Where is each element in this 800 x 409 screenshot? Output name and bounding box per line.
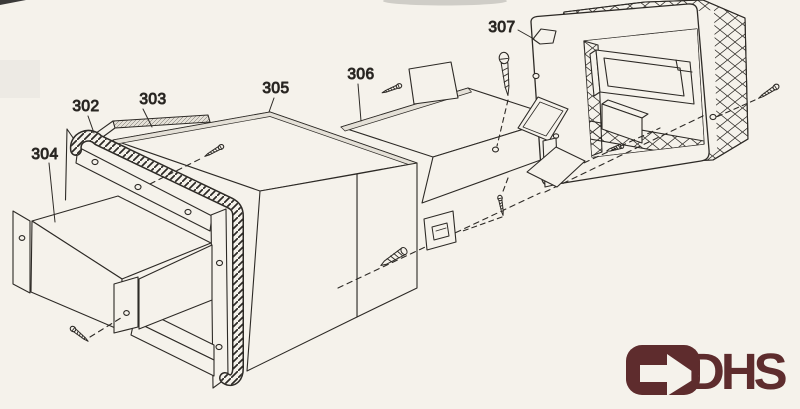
- part-302-rope: [76, 136, 238, 380]
- part-304-sleeve: [13, 196, 212, 333]
- part-labels: 302 303 304 305 306 307: [31, 19, 534, 222]
- screw-icon: [756, 82, 781, 101]
- part-306-enclosure: [341, 62, 560, 203]
- part-label-304: 304: [31, 146, 58, 163]
- screw-icon: [380, 82, 403, 96]
- fasteners-left: [68, 143, 226, 344]
- part-label-306: 306: [347, 66, 374, 83]
- template-flap-bottom: [527, 147, 585, 187]
- part-label-302: 302: [72, 98, 99, 115]
- part-label-305: 305: [262, 80, 289, 97]
- screw-icon: [497, 51, 514, 97]
- latch-bracket: [518, 97, 585, 187]
- part-label-303: 303: [139, 91, 166, 108]
- part-label-307: 307: [488, 19, 515, 36]
- part-307-mount-frame: [531, 0, 781, 192]
- screw-icon: [68, 324, 91, 344]
- corner-gusset: [533, 29, 556, 44]
- logo-text: DHS: [688, 343, 787, 400]
- scan-artifacts: [0, 0, 507, 98]
- arrow-icon: [640, 354, 699, 396]
- screw-icon: [496, 194, 506, 217]
- part-305-enclosure: [113, 112, 417, 371]
- dhs-logo: DHS: [626, 343, 791, 400]
- template-flap-top: [409, 62, 458, 104]
- fasteners-middle: [378, 51, 514, 270]
